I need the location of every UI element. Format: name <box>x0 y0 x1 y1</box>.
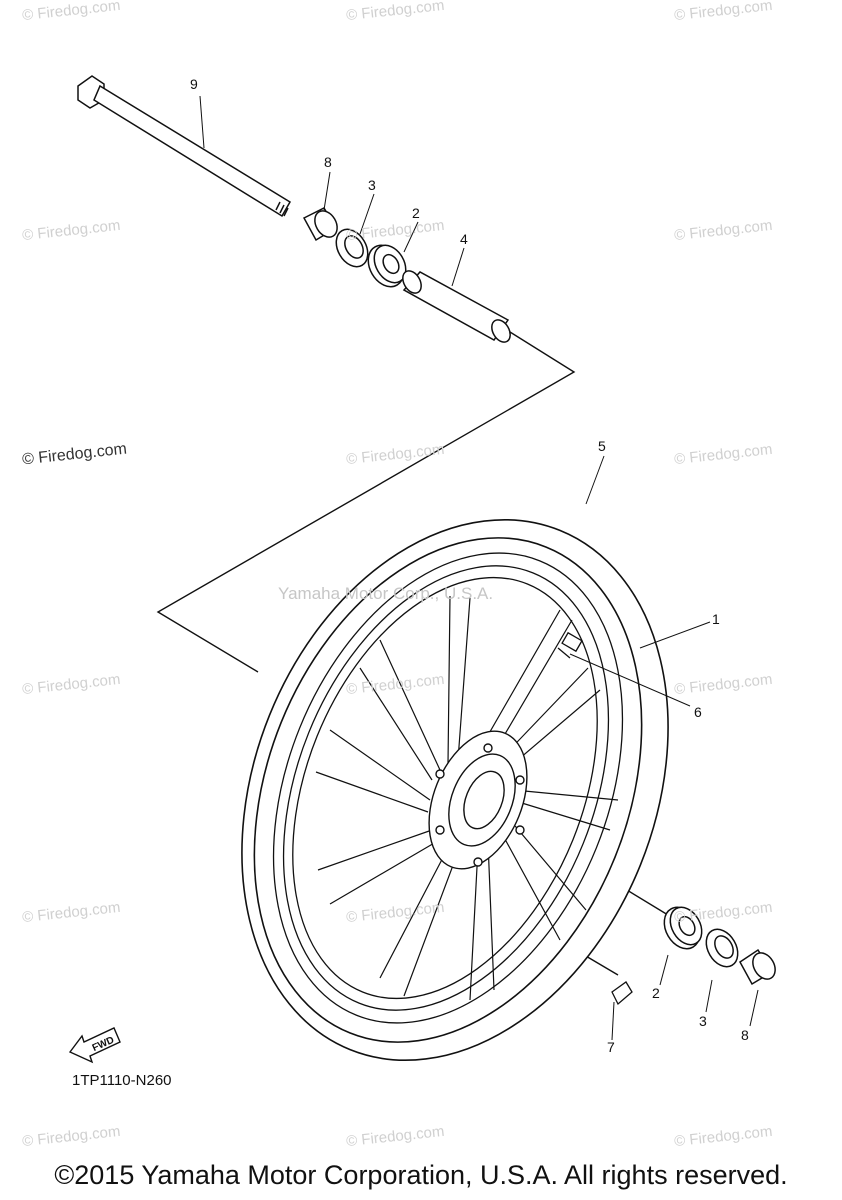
collar-bottom <box>739 948 776 986</box>
callout-6: 6 <box>694 704 702 720</box>
bearing-bottom <box>663 906 703 950</box>
watermark-center: Yamaha Motor Corp., U.S.A. <box>278 584 494 603</box>
callout-1: 1 <box>712 611 720 627</box>
callout-3-top: 3 <box>368 177 376 193</box>
callout-4: 4 <box>460 231 468 247</box>
copyright-notice: ©2015 Yamaha Motor Corporation, U.S.A. A… <box>54 1160 788 1190</box>
wheel-spokes <box>315 595 619 1001</box>
diagram-part-code: 1TP1110-N260 <box>72 1072 172 1089</box>
callout-9: 9 <box>190 76 198 92</box>
wheel-rim <box>272 552 624 1024</box>
valve-cap <box>611 981 633 1006</box>
oil-seal-top <box>335 228 369 268</box>
callout-5: 5 <box>598 438 606 454</box>
oil-seal-bottom <box>705 928 739 968</box>
callout-3-bottom: 3 <box>699 1013 707 1029</box>
wheel-hub <box>428 730 528 870</box>
collar-top <box>302 207 338 242</box>
callout-8-bottom: 8 <box>741 1027 749 1043</box>
callout-2-top: 2 <box>412 205 420 221</box>
callout-2-bottom: 2 <box>652 985 660 1001</box>
callout-8-top: 8 <box>324 154 332 170</box>
forward-arrow: FWD <box>68 1027 121 1064</box>
tire-valve <box>557 631 583 659</box>
leader-lines <box>199 95 759 1041</box>
callout-7: 7 <box>607 1039 615 1055</box>
front-axle <box>77 75 292 218</box>
spacer-collar <box>402 270 511 343</box>
bearing-top <box>367 244 407 288</box>
